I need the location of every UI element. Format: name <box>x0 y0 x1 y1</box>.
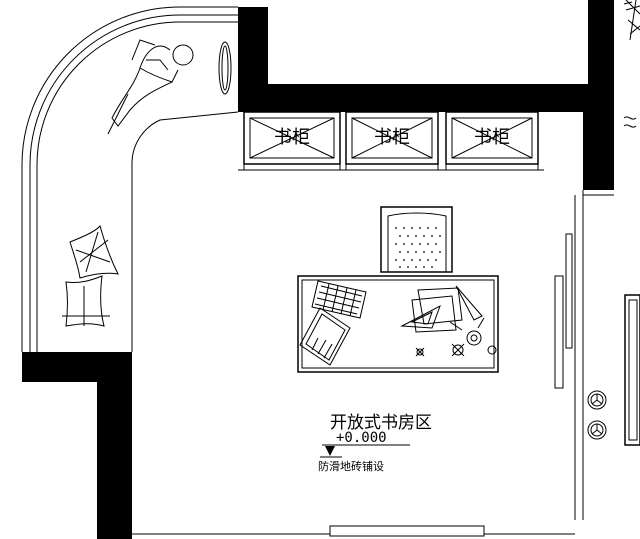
cushion-icon <box>62 224 119 327</box>
chair-icon <box>380 206 453 273</box>
bookcase-label: 书柜 <box>274 127 310 148</box>
vase-inner-icon <box>221 45 229 91</box>
keyboard-icon <box>311 280 367 319</box>
wall-top-stub <box>238 7 268 85</box>
desk <box>297 275 499 373</box>
bookcase-1: 书柜 <box>238 111 346 171</box>
knob-icon <box>587 390 607 440</box>
curved-bay-window <box>21 6 239 352</box>
right-door <box>554 190 640 520</box>
threshold <box>132 525 575 537</box>
laptop-icon <box>299 307 351 366</box>
wall-right-upper <box>588 0 614 84</box>
bookcase-3: 书柜 <box>440 111 544 171</box>
break-line-icon <box>623 116 637 128</box>
floor-note: 防滑地砖铺设 <box>318 459 384 473</box>
level-value: +0.000 <box>336 430 387 446</box>
bookcase-label: 书柜 <box>474 127 510 148</box>
plant-icon <box>623 0 640 41</box>
walls <box>22 0 614 539</box>
bookcase-2: 书柜 <box>340 111 444 171</box>
bookcase-row: 书柜 书柜 书柜 <box>238 111 544 171</box>
wall-right-column <box>583 84 614 190</box>
area-label: 开放式书房区 <box>330 413 432 433</box>
bookcase-label: 书柜 <box>374 127 410 148</box>
person-reading-icon <box>107 39 194 135</box>
wall-top-beam <box>238 84 590 112</box>
drafting-triangle-icon <box>400 285 483 333</box>
level-marker-icon <box>320 444 410 458</box>
vase-icon <box>218 41 232 95</box>
wall-left-lower <box>97 352 132 539</box>
desk-lamp-icon <box>415 317 497 357</box>
